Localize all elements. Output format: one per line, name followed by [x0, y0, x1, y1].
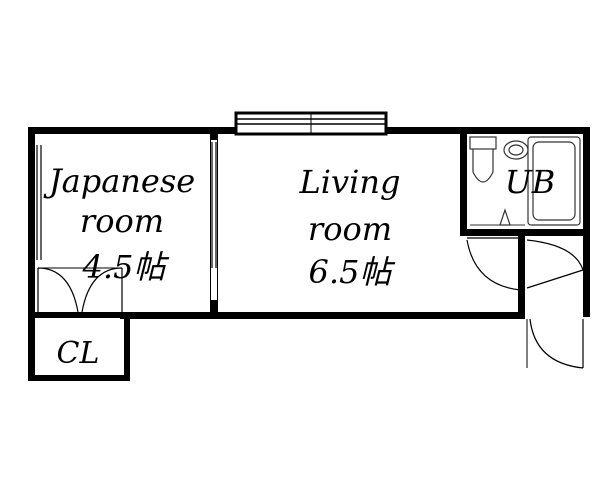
japanese-left-panel	[36, 145, 42, 260]
japanese-room-label-line1: Japanese	[43, 162, 195, 200]
bath-door	[466, 237, 521, 291]
entry-doors	[526, 239, 584, 369]
bath-fixtures	[469, 136, 581, 226]
living-room-size: 6.5帖	[309, 253, 396, 291]
toilet-bowl-icon	[472, 149, 494, 183]
closet-doors	[37, 267, 123, 313]
wall-bottom-main	[120, 312, 525, 319]
drain-icon	[499, 208, 511, 226]
japanese-room-size: 4.5帖	[82, 248, 170, 286]
living-room-label-line2: room	[308, 210, 392, 248]
sliding-door-partition	[211, 140, 217, 300]
closet-label: CL	[57, 336, 100, 371]
wall-entry-left	[518, 229, 525, 319]
wall-closet-top	[28, 312, 130, 318]
bathtub-icon	[527, 136, 581, 226]
wall-left	[28, 127, 35, 381]
living-room-label-line1: Living	[299, 163, 401, 201]
wall-right	[583, 127, 590, 317]
toilet-tank-icon	[469, 136, 497, 150]
wall-closet-bottom	[28, 375, 130, 381]
wall-top-right	[384, 127, 590, 134]
wall-closet-right	[124, 312, 130, 381]
sink-icon	[503, 140, 529, 160]
bath-label: UB	[505, 163, 555, 201]
wall-top-left	[28, 127, 238, 134]
window-top	[234, 111, 388, 136]
japanese-room-label-line2: room	[80, 202, 164, 240]
walls	[28, 127, 590, 381]
wall-bath-left	[460, 127, 467, 236]
